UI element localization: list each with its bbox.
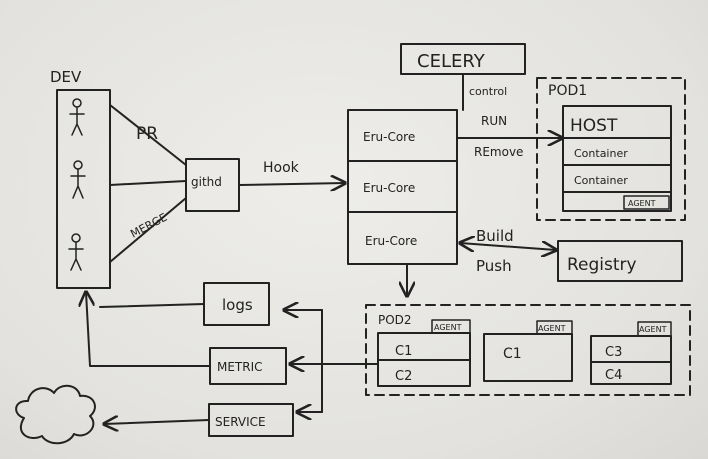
dev-node: DEV — [50, 68, 111, 289]
pod2-group: POD2 AGENT C1 C2 AGENT C1 AGENT C3 C4 — [365, 304, 691, 396]
agent-badge — [623, 195, 670, 210]
control-edge-label: control — [469, 85, 507, 98]
container-label: C2 — [395, 369, 412, 384]
pod2-host-box — [590, 335, 672, 385]
metric-node: METRIC — [209, 347, 287, 385]
logs-node: logs — [203, 282, 270, 326]
registry-node: Registry — [557, 240, 683, 282]
agent-label: AGENT — [639, 325, 667, 334]
registry-label: Registry — [567, 255, 637, 275]
build-push-arrow — [460, 243, 556, 250]
eru-core-label: Eru-Core — [363, 130, 415, 144]
hook-arrow — [238, 183, 345, 185]
pod2-label: POD2 — [378, 313, 412, 327]
pr-edge-label: PR — [136, 124, 158, 144]
merge-line — [109, 197, 187, 263]
pr-line — [109, 104, 187, 166]
developer-person-icon — [69, 98, 85, 136]
service-label: SERVICE — [215, 415, 266, 429]
pod1-label: POD1 — [548, 83, 587, 99]
developer-person-icon — [70, 160, 86, 199]
merge-edge-label: MERGE — [128, 211, 169, 241]
agent-badge — [431, 319, 471, 334]
pod1-dashed-boundary — [536, 77, 686, 221]
logs-label: logs — [222, 296, 253, 314]
developer-person-icon — [68, 233, 84, 271]
eru-core-label: Eru-Core — [365, 234, 417, 248]
metric-to-dev-arrow — [86, 292, 211, 367]
build-edge-label: Build — [476, 227, 514, 245]
eru-core-box — [347, 109, 458, 265]
eru-core-label: Eru-Core — [363, 181, 415, 195]
remove-edge-label: REmove — [474, 145, 523, 159]
service-to-cloud-arrow — [104, 420, 210, 424]
metric-label: METRIC — [217, 360, 263, 374]
host-label: HOST — [570, 116, 618, 136]
container-label: C3 — [605, 345, 622, 360]
agent-label: AGENT — [538, 324, 566, 333]
container-label: C4 — [605, 368, 622, 383]
commit-line — [109, 180, 187, 186]
container-label: C1 — [395, 344, 412, 359]
push-edge-label: Push — [476, 257, 512, 275]
eru-core-stack: Eru-Core Eru-Core Eru-Core — [347, 109, 458, 265]
pod1-host-box — [562, 105, 672, 212]
agent-label: AGENT — [434, 323, 462, 332]
dev-box — [56, 89, 111, 289]
github-node: githd — [185, 158, 240, 212]
cloud-icon — [15, 384, 96, 445]
container-label: C1 — [503, 346, 522, 362]
registry-box — [557, 240, 683, 282]
github-label: githd — [191, 175, 222, 189]
container-label: Container — [574, 147, 628, 160]
pod2-dashed-boundary — [365, 304, 691, 396]
celery-node: CELERY — [400, 43, 526, 75]
agent-label: AGENT — [628, 199, 656, 208]
container-label: Container — [574, 174, 628, 187]
dev-label: DEV — [50, 68, 82, 86]
run-edge-label: RUN — [481, 114, 507, 128]
pod2-host-box — [483, 333, 573, 382]
service-node: SERVICE — [208, 403, 294, 437]
pod1-group: POD1 HOST Container Container AGENT — [536, 77, 686, 221]
agent-badge — [536, 320, 573, 335]
agent-badge — [637, 321, 672, 337]
celery-label: CELERY — [417, 51, 486, 72]
logs-to-dev-line — [99, 303, 205, 308]
hook-edge-label: Hook — [263, 160, 300, 176]
